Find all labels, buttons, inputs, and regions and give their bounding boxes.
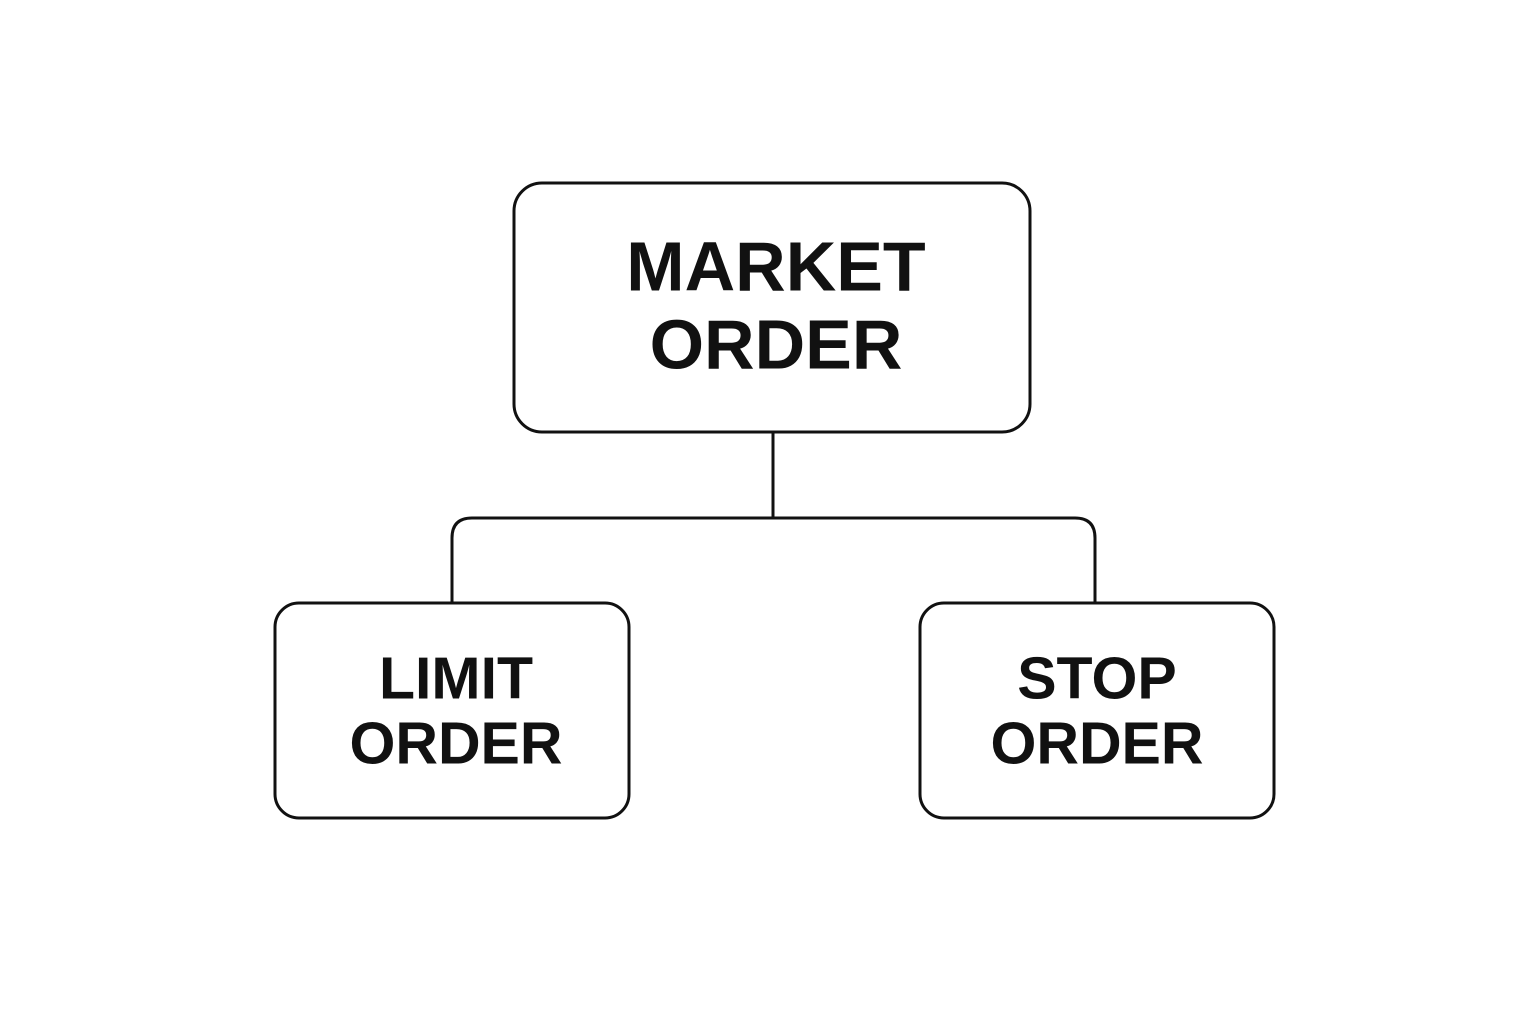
node-market-order-line-2: ORDER: [650, 305, 903, 383]
connector-branch-bar: [450, 516, 1097, 603]
node-stop-order-box: [918, 601, 1276, 820]
node-market-order-line-1: MARKET: [626, 227, 925, 305]
node-stop-order-line-1: STOP: [1017, 646, 1177, 712]
node-limit-order-line-2: ORDER: [349, 711, 562, 777]
node-market-order-box: [512, 181, 1032, 434]
node-stop-order: STOP ORDER: [918, 601, 1276, 820]
node-limit-order: LIMIT ORDER: [273, 601, 631, 820]
node-limit-order-box: [273, 601, 631, 820]
node-limit-order-line-1: LIMIT: [379, 646, 533, 712]
node-market-order: MARKET ORDER: [512, 181, 1032, 434]
node-stop-order-line-2: ORDER: [990, 711, 1203, 777]
